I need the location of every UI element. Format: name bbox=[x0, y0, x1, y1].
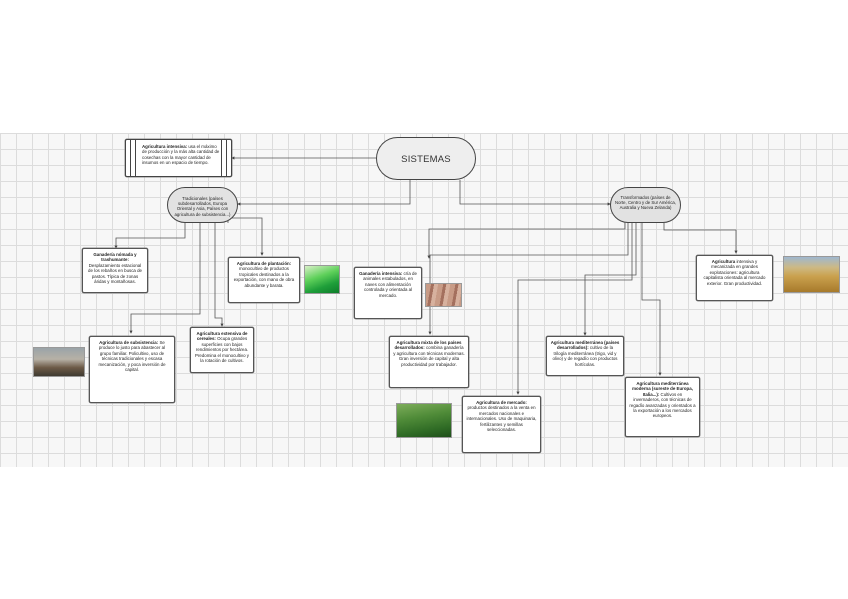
node-left-bar bbox=[130, 140, 136, 176]
intensive-agriculture-node[interactable]: Agricultura intensiva: usa el máximo de … bbox=[125, 139, 232, 177]
green-fields-photo bbox=[396, 403, 452, 438]
extensive-cereal-node[interactable]: Agricultura extensiva de cereales: Ocupa… bbox=[190, 327, 254, 373]
market-bold: Agricultura de mercado: bbox=[476, 400, 527, 405]
capitalist-agriculture-node[interactable]: Agricultura intensiva y mecanizada en gr… bbox=[696, 255, 773, 301]
modern-mediterranean-node[interactable]: Agricultura mediterránea moderna (surest… bbox=[625, 377, 700, 437]
livestock-bold: Ganadería intensiva: bbox=[359, 271, 402, 276]
plantation-bold: Agricultura de plantación: bbox=[237, 261, 291, 266]
traditional-label: Tradicionales (países subdesarrollados, … bbox=[175, 196, 231, 217]
wheat-harvest-photo bbox=[783, 256, 840, 293]
subsistence-text: Se produce lo justo para abastecer al gr… bbox=[98, 340, 165, 372]
mixed-agriculture-node[interactable]: Agricultura mixta de los países desarrol… bbox=[389, 336, 469, 388]
transformed-node[interactable]: Transformados (países de Norte, Centro y… bbox=[610, 187, 681, 223]
market-agriculture-node[interactable]: Agricultura de mercado: productos destin… bbox=[462, 396, 541, 453]
intensive-bold: Agricultura intensiva: bbox=[142, 144, 187, 149]
plantation-text: monocultivo de productos tropicales dest… bbox=[234, 266, 295, 287]
plantation-agriculture-node[interactable]: Agricultura de plantación: monocultivo d… bbox=[228, 257, 300, 303]
nomadic-livestock-node[interactable]: Ganadería nómada y trashumante: Desplaza… bbox=[82, 248, 148, 293]
plantation-crop-photo bbox=[304, 265, 340, 294]
node-right-bar bbox=[221, 140, 227, 176]
market-text: productos destinados a la venta en merca… bbox=[466, 405, 536, 432]
pig-farm-photo bbox=[425, 283, 462, 307]
capitalist-bold: Agricultura bbox=[712, 259, 735, 264]
burning-field-photo bbox=[33, 347, 85, 377]
nomadic-text: Desplazamiento estacional de los rebaños… bbox=[88, 263, 142, 284]
root-node[interactable]: SISTEMAS AGRARIOS bbox=[376, 137, 476, 180]
modern-med-text: Cultivos en invernaderos, con técnicas d… bbox=[629, 392, 695, 419]
transformed-label: Transformados (países de Norte, Centro y… bbox=[615, 195, 676, 210]
traditional-node[interactable]: Tradicionales (países subdesarrollados, … bbox=[167, 187, 238, 223]
mediterranean-agriculture-node[interactable]: Agricultura mediterránea (países desarro… bbox=[546, 336, 624, 376]
subsistence-agriculture-node[interactable]: Agricultura de subsistencia: Se produce … bbox=[89, 336, 175, 403]
subsistence-bold: Agricultura de subsistencia: bbox=[99, 340, 158, 345]
root-label: SISTEMAS AGRARIOS bbox=[400, 154, 452, 180]
nomadic-bold: Ganadería nómada y trashumante: bbox=[93, 252, 136, 262]
intensive-livestock-node[interactable]: Ganadería intensiva: cría de animales es… bbox=[354, 267, 422, 319]
